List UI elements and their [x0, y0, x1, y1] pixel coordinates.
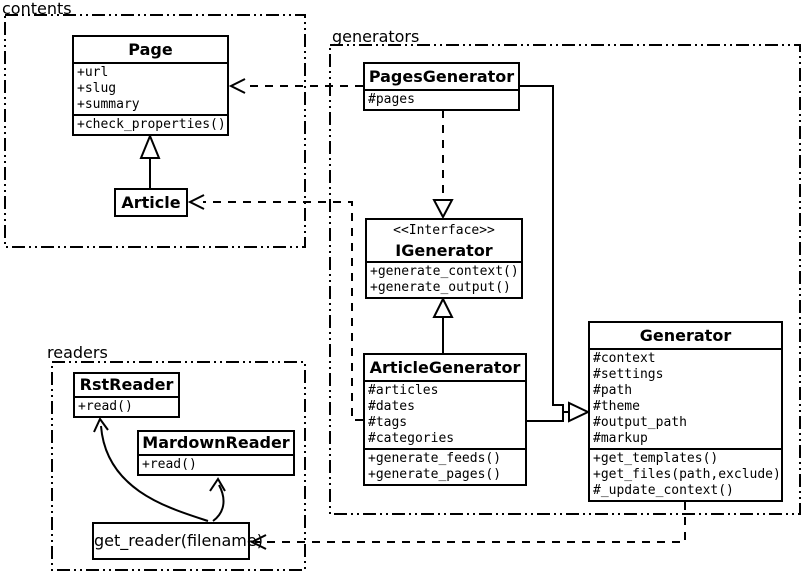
- class-methods: +generate_feeds() +generate_pages(): [365, 448, 525, 484]
- attribute-row: #output_path: [593, 415, 687, 430]
- function-label: get_reader(filename): [94, 531, 263, 550]
- method-row: +check_properties(): [77, 117, 224, 132]
- class-title: Page: [128, 40, 173, 59]
- method-row: +read(): [78, 399, 133, 414]
- arrow-getreader-to-mardownreader: [212, 484, 225, 522]
- class-box-igenerator: <<Interface>> IGenerator +generate_conte…: [365, 218, 523, 299]
- attribute-row: +url: [77, 65, 109, 80]
- dependency-articlegenerator-to-article: [203, 201, 363, 421]
- open-arrowhead-to-article-icon: [187, 194, 205, 210]
- class-methods: +read(): [75, 396, 178, 416]
- method-row: #_update_context(): [593, 483, 734, 498]
- class-header: <<Interface>> IGenerator: [367, 220, 521, 261]
- class-title: Article: [121, 193, 181, 212]
- open-arrowhead-to-mardownreader-icon: [209, 477, 226, 492]
- class-title: PagesGenerator: [368, 67, 515, 86]
- hollow-triangle-igenerator-top-icon: [432, 199, 454, 220]
- open-arrowhead-to-page-icon: [228, 78, 246, 94]
- method-row: +generate_pages(): [368, 467, 502, 482]
- class-attributes: #articles #dates #tags #categories: [365, 380, 525, 448]
- class-box-article: Article: [114, 188, 188, 217]
- open-arrowhead-to-getreader-icon: [249, 534, 267, 550]
- class-box-articlegenerator: ArticleGenerator #articles #dates #tags …: [363, 353, 527, 486]
- attribute-row: #pages: [368, 92, 415, 107]
- attribute-row: #categories: [368, 431, 455, 446]
- attribute-row: #settings: [593, 367, 664, 382]
- package-label-contents: contents: [2, 0, 72, 18]
- method-row: +get_files(path,exclude): [593, 467, 778, 482]
- open-arrowhead-to-rstreader-icon: [93, 417, 109, 433]
- method-row: +generate_output(): [370, 280, 511, 295]
- package-label-readers: readers: [47, 343, 108, 362]
- hollow-triangle-generator-left-icon: [568, 401, 591, 423]
- attribute-row: #tags: [368, 415, 408, 430]
- class-box-generator: Generator #context #settings #path #them…: [588, 321, 783, 502]
- class-title: RstReader: [79, 375, 174, 394]
- class-title: ArticleGenerator: [369, 358, 521, 377]
- function-box-get-reader: get_reader(filename): [92, 522, 263, 560]
- package-border-contents: [4, 14, 306, 248]
- method-row: +generate_context(): [370, 264, 518, 279]
- attribute-row: #path: [593, 383, 633, 398]
- method-row: +generate_feeds(): [368, 451, 502, 466]
- generalization-articlegenerator-to-generator: [527, 411, 568, 422]
- class-methods: +check_properties(): [74, 114, 227, 134]
- class-title: MardownReader: [142, 433, 290, 452]
- method-row: +read(): [142, 457, 197, 472]
- class-box-mardownreader: MardownReader +read(): [137, 430, 295, 476]
- class-methods: +get_templates() +get_files(path,exclude…: [590, 448, 781, 500]
- attribute-row: #dates: [368, 399, 415, 414]
- attribute-row: +slug: [77, 81, 117, 96]
- class-attributes: #context #settings #path #theme #output_…: [590, 348, 781, 448]
- generalization-pagesgenerator-to-generator: [520, 85, 568, 413]
- class-box-rstreader: RstReader +read(): [73, 372, 180, 418]
- attribute-row: #theme: [593, 399, 640, 414]
- arrow-getreader-to-rstreader: [100, 425, 209, 522]
- class-box-pagesgenerator: PagesGenerator #pages: [363, 62, 520, 111]
- method-row: +get_templates(): [593, 451, 719, 466]
- class-attributes: #pages: [365, 89, 518, 109]
- class-attributes: +url +slug +summary: [74, 62, 227, 114]
- package-label-generators: generators: [332, 27, 420, 46]
- attribute-row: #articles: [368, 383, 439, 398]
- class-stereotype: <<Interface>>: [393, 223, 495, 238]
- hollow-triangle-page-bottom-icon: [139, 133, 161, 159]
- attribute-row: +summary: [77, 97, 140, 112]
- class-methods: +read(): [139, 454, 293, 474]
- package-border-generators: [329, 44, 801, 515]
- attribute-row: #markup: [593, 431, 648, 446]
- class-title: IGenerator: [395, 241, 493, 260]
- class-box-page: Page +url +slug +summary +check_properti…: [72, 35, 229, 136]
- attribute-row: #context: [593, 351, 656, 366]
- dependency-generator-to-getreader: [255, 502, 686, 543]
- class-title: Generator: [639, 326, 732, 345]
- hollow-triangle-igenerator-bottom-icon: [432, 296, 454, 318]
- package-border-readers: [51, 361, 306, 571]
- class-methods: +generate_context() +generate_output(): [367, 261, 521, 297]
